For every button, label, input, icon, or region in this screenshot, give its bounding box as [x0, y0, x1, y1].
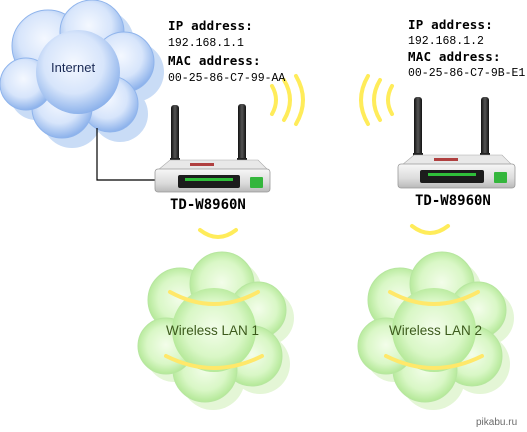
left-ip-heading: IP address: — [168, 18, 253, 33]
lan2-label: Wireless LAN 2 — [389, 323, 483, 338]
left-mac-value: 00-25-86-C7-99-AA — [168, 72, 286, 85]
right-ip-value: 192.168.1.2 — [408, 35, 484, 48]
lan-cloud-right-icon — [357, 251, 514, 410]
lan-cloud-left-icon — [137, 251, 294, 410]
wireless-link-icon — [270, 74, 394, 126]
left-router-model: TD-W8960N — [170, 197, 246, 213]
right-router-model: TD-W8960N — [415, 193, 491, 209]
internet-label: Internet — [51, 60, 96, 75]
right-mac-heading: MAC address: — [408, 49, 501, 64]
cable-line — [96, 128, 158, 181]
signal-down-icon — [198, 224, 450, 239]
lan1-label: Wireless LAN 1 — [166, 323, 260, 338]
watermark: pikabu.ru — [476, 417, 518, 428]
router-left-icon — [154, 104, 271, 193]
internet-cloud-icon — [0, 0, 164, 148]
router-right-icon — [397, 97, 516, 189]
right-mac-value: 00-25-86-C7-9B-E1 — [408, 67, 526, 80]
left-ip-value: 192.168.1.1 — [168, 37, 244, 50]
left-mac-heading: MAC address: — [168, 53, 261, 68]
right-ip-heading: IP address: — [408, 17, 493, 32]
